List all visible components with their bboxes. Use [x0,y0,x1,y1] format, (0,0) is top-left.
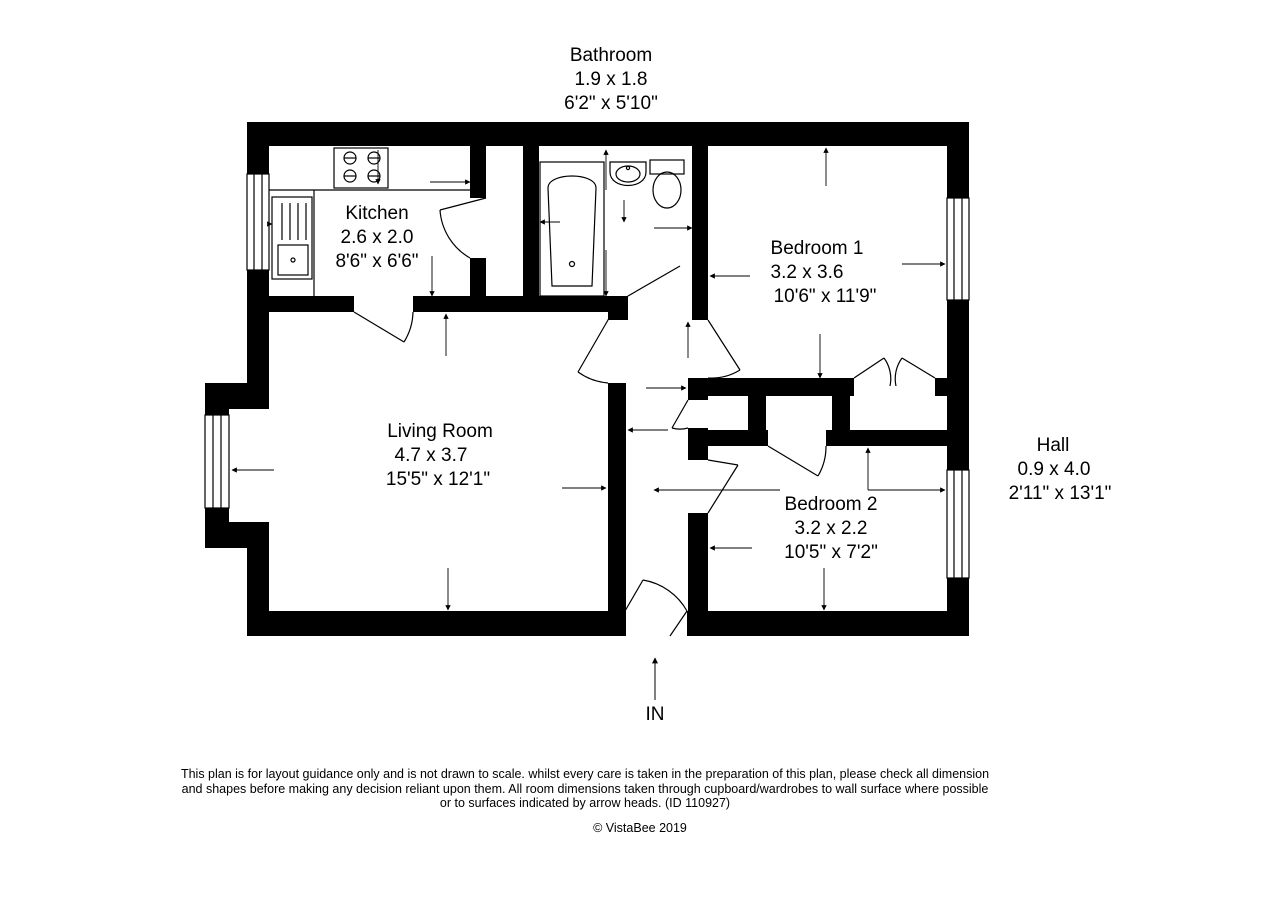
window-icon [946,469,970,579]
wall-bath-right [692,146,708,244]
room-name: Bathroom [569,45,653,66]
room-label-kitchen: Kitchen 2.6 x 2.0 8'6" x 6'6" [297,202,457,274]
wall-bed2-top-right [826,430,969,446]
wall-kitchen-bottom-left [247,296,354,312]
wall-outer-bottom-right [687,611,969,636]
room-size-imperial: 15'5" x 12'1" [385,469,491,490]
wall-outer-top [247,122,969,146]
room-label-hall: Hall 0.9 x 4.0 2'11" x 13'1" [990,434,1130,506]
wall-cupboard-b [832,378,850,446]
wall-bed1-bottom-right [935,378,969,396]
hob-icon [333,147,389,189]
wall-outer-left-living [247,296,269,409]
room-size-metric: 4.7 x 3.7 [394,445,468,466]
room-name: Living Room [387,421,493,442]
fixtures [269,147,685,297]
room-name: Kitchen [345,203,409,224]
room-name: Bedroom 2 [784,494,878,515]
door-swing-icon [767,445,827,477]
dimension-arrows [231,147,946,611]
basin-icon [609,161,647,186]
room-name: Bedroom 1 [770,238,864,259]
sink-icon [271,196,313,280]
room-size-imperial: 10'6" x 11'9" [773,286,877,307]
wall-bath-left [523,146,539,306]
wall-living-hall [608,383,626,636]
wall-hall-right-low [688,513,708,636]
wall-cupboard-a [748,378,766,446]
room-size-imperial: 6'2" x 5'10" [564,93,658,114]
wall-bay-left-top [205,383,229,415]
door-swing-icon [624,579,688,637]
window-icon [946,197,970,301]
window-icon [204,414,230,509]
room-label-living-room: Living Room 4.7 x 3.7 15'5" x 12'1" [360,420,520,492]
room-label-bedroom-2: Bedroom 2 3.2 x 2.2 10'5" x 7'2" [756,493,906,565]
door-swing-icon [353,311,414,343]
door-swing-icon [671,399,689,430]
window-icon [246,173,270,271]
wall-bath-right-lower [692,244,708,320]
walls [205,122,969,636]
toilet-icon [649,159,685,209]
wall-kitchen-bottom-right [413,296,628,312]
wall-bed1-bottom-left [688,378,854,396]
room-size-metric: 3.2 x 2.2 [794,518,868,539]
copyright-text: © VistaBee 2019 [593,821,687,835]
wall-kitchen-right-bottom [470,258,486,304]
doors [353,197,936,637]
wall-outer-bottom-left [247,611,625,636]
door-swing-icon [853,357,936,387]
room-name: Hall [1036,435,1070,456]
room-size-imperial: 10'5" x 7'2" [784,542,878,563]
entrance-label: IN [645,704,665,725]
disclaimer-text: This plan is for layout guidance only an… [180,767,990,810]
room-size-metric: 3.2 x 3.6 [770,262,844,283]
wall-kitchen-right-top [470,146,486,198]
door-swing-icon [577,265,681,384]
room-size-imperial: 8'6" x 6'6" [335,251,419,272]
windows [204,173,970,579]
door-swing-icon [439,197,487,259]
door-swing-icon [707,319,741,379]
room-size-metric: 1.9 x 1.8 [574,69,648,90]
door-swing-icon [707,459,739,514]
wall-bed2-top-left [688,430,768,446]
room-size-metric: 2.6 x 2.0 [340,227,414,248]
wall-hall-stub [608,296,628,320]
room-size-metric: 0.9 x 4.0 [1017,459,1091,480]
room-size-imperial: 2'11" x 13'1" [1008,483,1112,504]
bath-icon [539,161,605,297]
room-label-bathroom: Bathroom 1.9 x 1.8 6'2" x 5'10" [531,44,691,116]
room-label-bedroom-1: Bedroom 1 3.2 x 3.6 10'6" x 11'9" [742,237,892,309]
wall-outer-left-lower [247,522,269,636]
